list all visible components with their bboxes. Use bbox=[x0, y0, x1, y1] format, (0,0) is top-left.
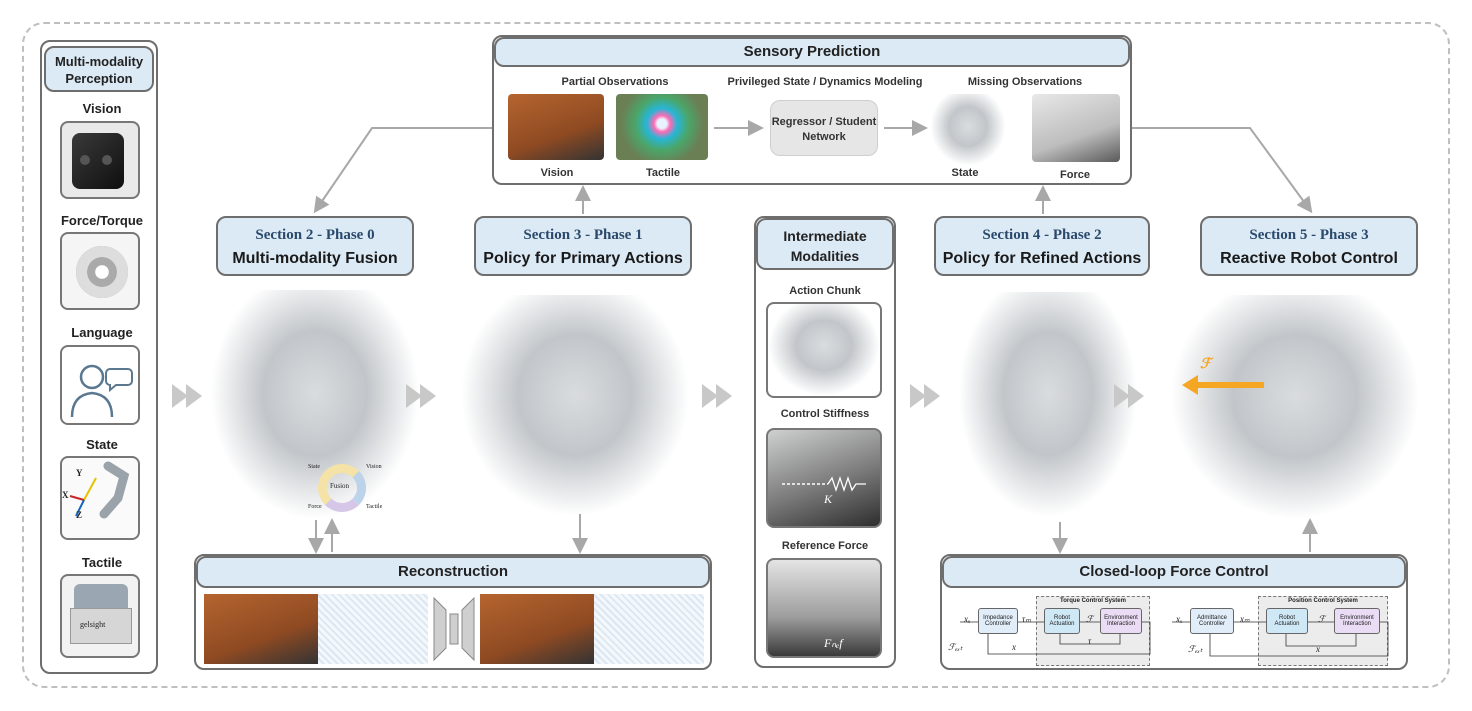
vision-label: Vision bbox=[82, 101, 122, 116]
position-control-system-label: Position Control System bbox=[1288, 598, 1358, 604]
control-stiffness-image: K bbox=[766, 428, 882, 528]
state-label: State bbox=[86, 437, 118, 452]
language-label: Language bbox=[71, 325, 133, 340]
section-2-header: Section 2 - Phase 0 Multi-modality Fusio… bbox=[216, 216, 414, 276]
robot-actuation-box-2: Robot Actuation bbox=[1266, 608, 1308, 634]
action-chunk-label: Action Chunk bbox=[789, 285, 861, 297]
fusion-tactile-label: Tactile bbox=[366, 504, 383, 510]
f-ext-label-2: ℱₑₓₜ bbox=[1188, 644, 1203, 654]
section-3-title: Section 3 - Phase 1 bbox=[523, 227, 643, 243]
robot-actuation-box-1: Robot Actuation bbox=[1044, 608, 1080, 634]
section-3-subtitle: Policy for Primary Actions bbox=[483, 250, 683, 267]
outer-dashed-frame bbox=[22, 22, 1450, 688]
action-chunk-image bbox=[766, 302, 882, 398]
perception-title: Multi-modality Perception bbox=[44, 46, 154, 92]
control-stiffness-label: Control Stiffness bbox=[780, 408, 870, 420]
sensory-prediction-title: Sensory Prediction bbox=[494, 37, 1130, 67]
fusion-state-label: State bbox=[308, 464, 320, 470]
tactile-label: Tactile bbox=[81, 555, 123, 570]
privileged-state-label: Privileged State / Dynamics Modeling bbox=[727, 76, 923, 88]
tactile-obs-label: Tactile bbox=[645, 167, 681, 179]
missing-observations-label: Missing Observations bbox=[967, 76, 1083, 88]
state-missing-robot-image bbox=[930, 94, 1006, 166]
force-missing-label: Force bbox=[1060, 169, 1090, 181]
tactile-sensor-image: gelsight bbox=[60, 574, 140, 658]
phase0-robot-image bbox=[210, 290, 420, 520]
reference-force-symbol: Fₙₑf bbox=[824, 636, 843, 650]
force-missing-image bbox=[1032, 94, 1120, 162]
fusion-force-label: Force bbox=[308, 504, 322, 510]
xd-label-1: xₓ bbox=[964, 614, 971, 624]
x-feedback-label-1: x bbox=[1012, 642, 1016, 652]
x-feedback-label-2: x bbox=[1316, 644, 1320, 654]
phase3-robot-image bbox=[1170, 295, 1420, 520]
force-label-1: ℱ bbox=[1086, 614, 1094, 624]
section-4-subtitle: Policy for Refined Actions bbox=[942, 250, 1142, 267]
reconstruction-output-flow bbox=[594, 594, 704, 664]
regressor-student-network-box: Regressor / Student Network bbox=[770, 100, 878, 156]
tau-m-label: τₘ bbox=[1022, 614, 1031, 624]
reference-force-label: Reference Force bbox=[781, 540, 869, 552]
xd-label-2: xₓ bbox=[1176, 614, 1183, 624]
section-5-header: Section 5 - Phase 3 Reactive Robot Contr… bbox=[1200, 216, 1418, 276]
environment-interaction-box-1: Environment Interaction bbox=[1100, 608, 1142, 634]
fusion-ring bbox=[318, 464, 366, 512]
control-loop-lines bbox=[960, 621, 1389, 657]
environment-interaction-box-2: Environment Interaction bbox=[1334, 608, 1380, 634]
partial-observations-label: Partial Observations bbox=[561, 76, 669, 88]
admittance-controller-box: Admittance Controller bbox=[1190, 608, 1234, 634]
external-force-arrow bbox=[1182, 375, 1264, 395]
fusion-vision-label: Vision bbox=[366, 464, 382, 470]
section-4-title: Section 4 - Phase 2 bbox=[982, 227, 1102, 243]
x-m-label: xₘ bbox=[1240, 614, 1250, 624]
reconstruction-input-flow bbox=[318, 594, 428, 664]
axis-x-label: X bbox=[62, 490, 69, 500]
autoencoder-icon bbox=[433, 596, 475, 662]
section-4-header: Section 4 - Phase 2 Policy for Refined A… bbox=[934, 216, 1150, 276]
phase1-robot-image bbox=[460, 295, 690, 517]
force-torque-sensor-image bbox=[60, 232, 140, 310]
reconstruction-input-vision bbox=[204, 594, 318, 664]
state-robot-arm-image: Y X Z bbox=[60, 456, 140, 540]
state-missing-label: State bbox=[951, 167, 979, 179]
tactile-observation-image bbox=[616, 94, 708, 160]
f-ext-label-1: ℱₑₓₜ bbox=[948, 642, 963, 652]
force-torque-label: Force/Torque bbox=[60, 213, 144, 228]
impedance-controller-box: Impedance Controller bbox=[978, 608, 1018, 634]
stiffness-k-symbol: K bbox=[824, 492, 833, 506]
gelsight-brand: gelsight bbox=[80, 620, 106, 629]
section-3-header: Section 3 - Phase 1 Policy for Primary A… bbox=[474, 216, 692, 276]
vision-observation-image bbox=[508, 94, 604, 160]
section-5-subtitle: Reactive Robot Control bbox=[1220, 250, 1398, 267]
reconstruction-title: Reconstruction bbox=[196, 556, 710, 588]
section-2-title: Section 2 - Phase 0 bbox=[255, 227, 375, 243]
section-5-title: Section 5 - Phase 3 bbox=[1249, 227, 1369, 243]
force-label-2: ℱ bbox=[1318, 614, 1326, 624]
vision-obs-label: Vision bbox=[540, 167, 574, 179]
section-2-subtitle: Multi-modality Fusion bbox=[232, 250, 398, 267]
reference-force-image: Fₙₑf bbox=[766, 558, 882, 658]
reconstruction-output-vision bbox=[480, 594, 594, 664]
closed-loop-force-control-title: Closed-loop Force Control bbox=[942, 556, 1406, 588]
torque-control-system-label: Torque Control System bbox=[1060, 598, 1126, 604]
intermediate-modalities-title: Intermediate Modalities bbox=[756, 218, 894, 270]
fusion-center-label: Fusion bbox=[330, 482, 350, 490]
vision-camera-image bbox=[60, 121, 140, 199]
tau-feedback-label: τ bbox=[1088, 636, 1092, 646]
language-person-icon bbox=[60, 345, 140, 425]
external-force-symbol: ℱ bbox=[1200, 357, 1212, 372]
phase2-robot-image bbox=[958, 292, 1138, 518]
axis-y-label: Y bbox=[76, 468, 83, 478]
axis-z-label: Z bbox=[76, 510, 83, 520]
